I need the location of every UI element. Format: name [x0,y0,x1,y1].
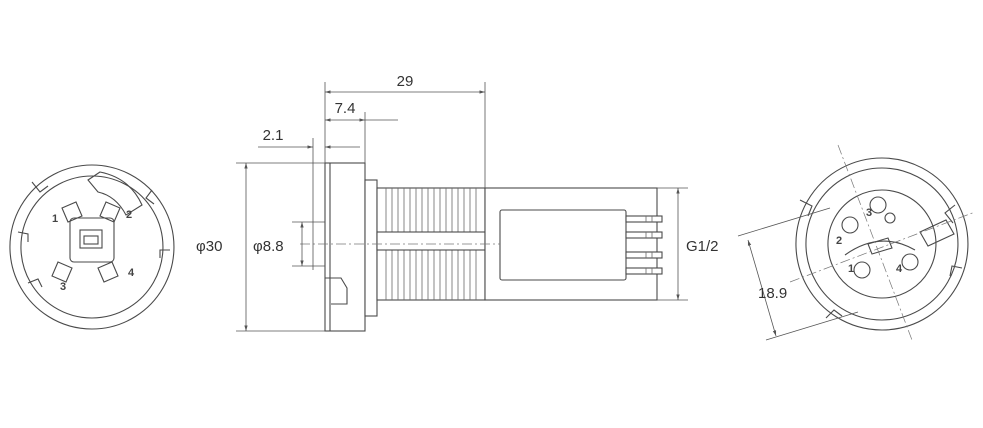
back-view: 3 2 1 4 18.9 [737,144,976,341]
dim-outer-diameter: φ30 [196,238,222,255]
back-key-slot [919,219,955,247]
back-centerline-a [837,144,913,341]
front-pin-3-label: 3 [60,281,66,293]
front-key-segment [87,171,143,216]
front-view: 1 2 3 4 [9,164,175,330]
back-pin-4-label: 4 [896,263,903,275]
dim-overall-length: 29 [397,73,414,90]
front-pin-1-label: 1 [52,213,58,225]
back-pin-2-label: 2 [836,235,842,247]
dim-flange-thickness: 2.1 [263,127,284,144]
front-inner-ring [20,175,164,319]
back-centerline-b [789,211,976,283]
front-pin-4-label: 4 [128,267,135,279]
dim-back-flat: 18.9 [758,285,787,302]
back-pin-3-label: 3 [866,207,872,219]
front-center-insert [69,217,115,263]
dim-flange-length: 7.4 [335,100,356,117]
front-pin-2-label: 2 [126,209,132,221]
back-inner-ring [827,189,937,299]
side-rear-housing [499,209,627,281]
side-flange [324,162,366,332]
dim-thread-size: G1/2 [686,238,719,255]
back-pin-1-label: 1 [848,263,854,275]
side-pins [625,215,663,275]
side-view: 29 7.4 2.1 φ30 φ8.8 G1/2 [196,73,719,332]
back-outer-ring [795,157,969,331]
dim-inner-diameter: φ8.8 [253,238,284,255]
front-outer-ring [9,164,175,330]
